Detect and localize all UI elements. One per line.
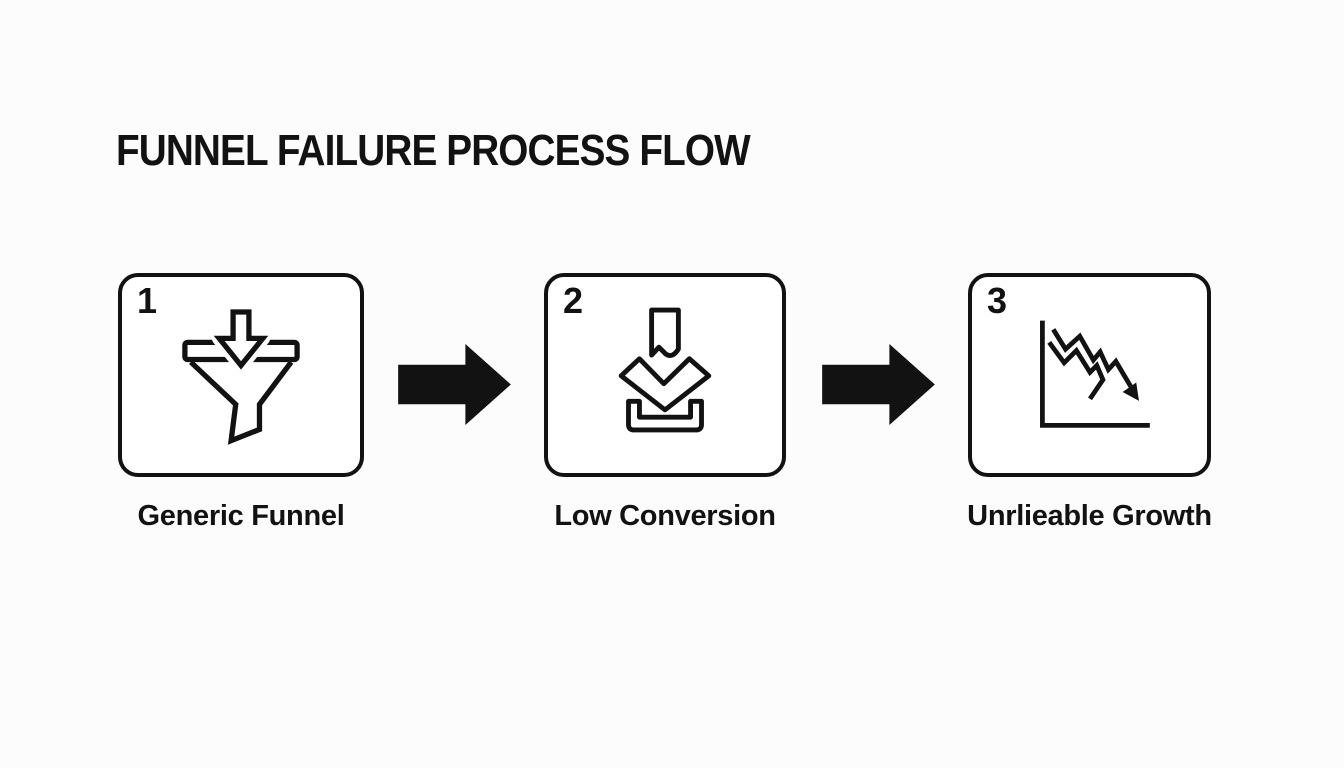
step-2-label: Low Conversion — [554, 500, 776, 532]
step-1-box: 1 — [118, 273, 364, 477]
step-1-number: 1 — [137, 280, 158, 321]
declining-trend-chart-icon — [1039, 320, 1150, 428]
step-1-label: Generic Funnel — [137, 500, 345, 532]
step-generic-funnel: 1 Generic Funnel — [118, 273, 364, 533]
funnel-intake-icon — [182, 304, 300, 445]
step-2-box: 2 — [544, 273, 786, 477]
step-low-conversion: 2 Low Conversion — [544, 273, 786, 533]
step-2-number: 2 — [563, 280, 584, 321]
step-unreliable-growth: 3 Unrlieable Growth — [967, 273, 1212, 533]
step-3-number: 3 — [987, 280, 1008, 321]
step-3-box: 3 — [968, 273, 1211, 477]
solid-right-arrow-icon — [822, 343, 935, 426]
solid-right-arrow-icon — [398, 343, 511, 426]
diagram-title: FUNNEL FAILURE PROCESS FLOW — [116, 126, 751, 175]
drop-to-tray-icon — [618, 307, 712, 432]
step-3-label: Unrlieable Growth — [967, 500, 1212, 532]
